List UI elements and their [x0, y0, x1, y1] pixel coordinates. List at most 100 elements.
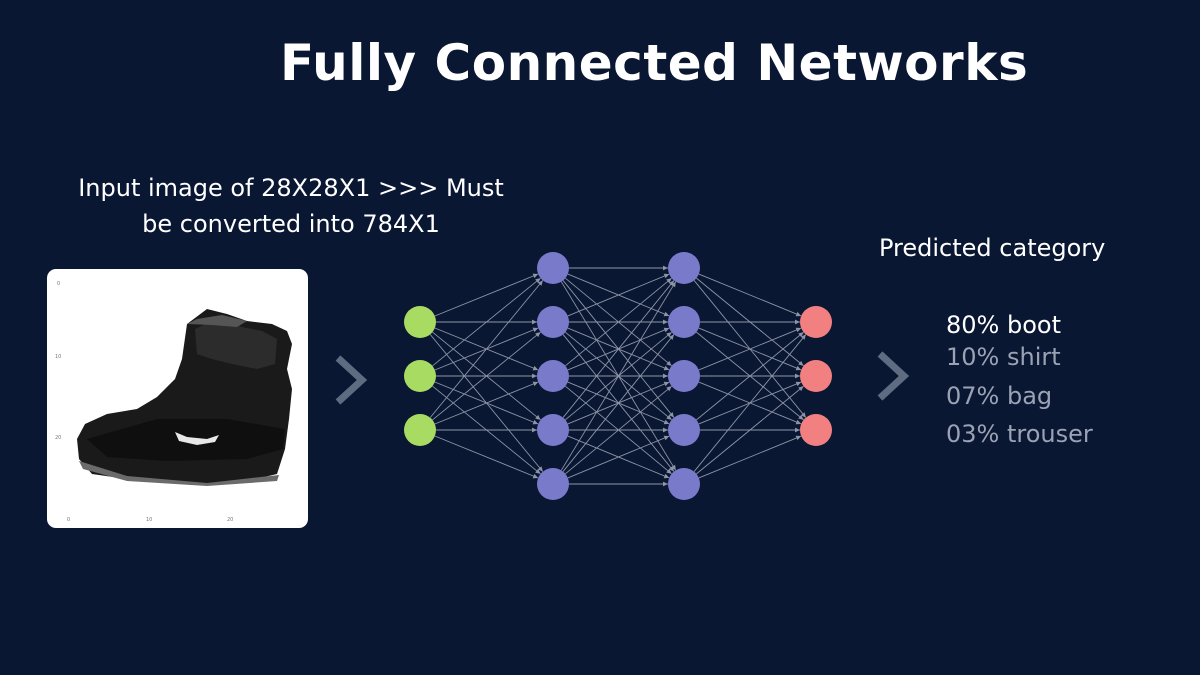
network-edge [434, 435, 539, 479]
network-edge [567, 273, 670, 317]
edge-arrowhead [666, 386, 672, 392]
boot-image: 0 10 20 0 10 20 [55, 281, 292, 523]
prediction-item: 07% bag [946, 382, 1053, 410]
edge-arrowhead [532, 381, 539, 387]
input-node [404, 414, 436, 446]
edge-arrowhead [532, 427, 537, 433]
edge-arrowhead [535, 468, 541, 474]
edge-arrowhead [535, 278, 541, 284]
edge-arrowhead [795, 311, 802, 317]
edge-arrowhead [666, 332, 672, 338]
edge-arrowhead [666, 468, 672, 474]
prediction-item: 10% shirt [946, 343, 1061, 371]
hidden-node [668, 252, 700, 284]
input-node [404, 360, 436, 392]
edge-arrowhead [668, 412, 674, 418]
input-caption-line-1: Input image of 28X28X1 >>> Must [78, 174, 504, 202]
edge-arrowhead [663, 327, 670, 333]
input-caption-line-2: be converted into 784X1 [142, 210, 440, 238]
edge-arrowhead [800, 412, 806, 418]
edge-arrowhead [798, 414, 804, 420]
edge-arrowhead [795, 435, 802, 441]
edge-arrowhead [663, 419, 670, 425]
x-tick-label: 10 [146, 517, 152, 523]
output-node [800, 360, 832, 392]
edge-arrowhead [800, 334, 806, 340]
hidden-node [668, 360, 700, 392]
edge-arrowhead [537, 466, 543, 472]
edge-arrowhead [532, 319, 537, 325]
edge-arrowhead [795, 381, 802, 387]
y-tick-label: 0 [57, 281, 60, 287]
input-node [404, 306, 436, 338]
edge-arrowhead [668, 466, 674, 472]
input-caption: Input image of 28X28X1 >>> Must be conve… [48, 170, 534, 242]
edge-arrowhead [535, 414, 541, 420]
network-edge [696, 331, 804, 421]
slide-title: Fully Connected Networks [280, 34, 1029, 92]
hidden-node [537, 252, 569, 284]
edge-arrowhead [666, 278, 672, 284]
predicted-category-heading: Predicted category [879, 234, 1106, 262]
edge-arrowhead [663, 481, 668, 487]
edge-arrowhead [532, 365, 539, 371]
edge-arrowhead [663, 427, 668, 433]
edge-arrowhead [666, 414, 672, 420]
y-tick-label: 10 [55, 354, 61, 360]
edge-arrowhead [798, 360, 804, 366]
edge-arrowhead [795, 365, 802, 371]
network-edge [698, 327, 802, 371]
edge-arrowhead [663, 319, 668, 325]
hidden-node [537, 414, 569, 446]
edge-arrowhead [663, 311, 670, 317]
network-edges [429, 265, 807, 487]
edge-arrowhead [798, 386, 804, 392]
network-edge [434, 273, 539, 317]
edge-arrowhead [532, 473, 539, 479]
prediction-item: 80% boot [946, 311, 1061, 339]
edge-arrowhead [663, 381, 670, 387]
network-edge [698, 273, 802, 317]
chevron-right-icon [877, 351, 910, 401]
edge-arrowhead [663, 365, 670, 371]
edge-arrowhead [671, 281, 676, 288]
network-edge [696, 385, 804, 475]
hidden-node [537, 306, 569, 338]
hidden-node [668, 468, 700, 500]
boot-silhouette [77, 309, 292, 486]
input-image-card: 0 10 20 0 10 20 [47, 269, 308, 528]
hidden-node [668, 306, 700, 338]
x-tick-label: 0 [67, 517, 70, 523]
edge-arrowhead [663, 435, 670, 441]
chevron-right-icon [335, 355, 368, 405]
network-edge [693, 334, 807, 472]
network-edge [432, 277, 541, 367]
network-edge [565, 385, 672, 475]
edge-arrowhead [663, 473, 670, 479]
output-node [800, 414, 832, 446]
y-tick-label: 20 [55, 435, 61, 441]
hidden-node [537, 360, 569, 392]
edge-arrowhead [532, 327, 539, 333]
edge-arrowhead [532, 373, 537, 379]
network-edge [432, 331, 541, 421]
edge-arrowhead [795, 427, 800, 433]
edge-arrowhead [668, 334, 674, 340]
edge-arrowhead [532, 273, 539, 279]
edge-arrowhead [671, 464, 676, 471]
edge-arrowhead [537, 280, 543, 286]
edge-arrowhead [535, 332, 541, 338]
edge-arrowhead [532, 419, 539, 425]
edge-arrowhead [795, 319, 800, 325]
hidden-node [668, 414, 700, 446]
edge-arrowhead [795, 327, 802, 333]
edge-arrowhead [663, 265, 668, 271]
network-edge [429, 280, 544, 418]
edge-arrowhead [798, 332, 804, 338]
edge-arrowhead [666, 360, 672, 366]
flow-arrows [335, 351, 910, 405]
edge-arrowhead [795, 373, 800, 379]
network-edge [698, 435, 802, 479]
network-edge [434, 381, 539, 425]
